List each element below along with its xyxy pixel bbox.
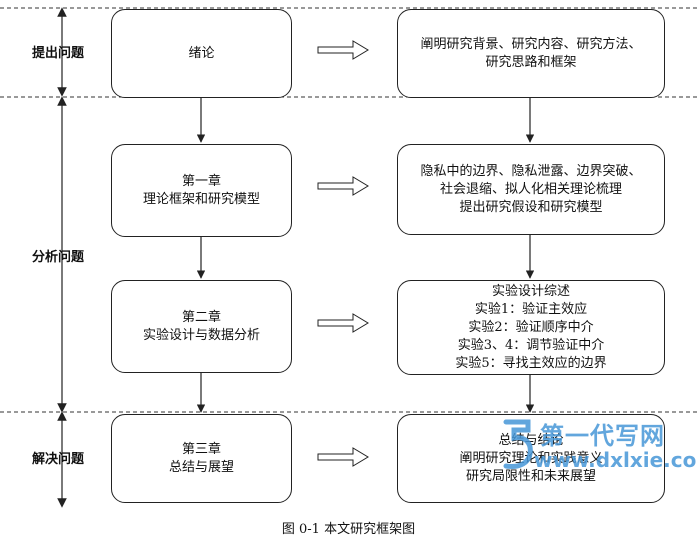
box-line: 实验设计综述 <box>491 283 570 299</box>
box-line: 实验设计与数据分析 <box>142 327 260 343</box>
box-experiment-detail: 实验设计综述 实验1：验证主效应 实验2：验证顺序中介 实验3、4：调节验证中介… <box>397 280 665 375</box>
box-introduction: 绪论 <box>111 9 292 98</box>
box-chapter-2: 第二章 实验设计与数据分析 <box>111 280 292 373</box>
box-line: 阐明研究理论和实践意义 <box>459 450 603 466</box>
box-chapter-1: 第一章 理论框架和研究模型 <box>111 144 292 237</box>
box-line: 实验3、4：调节验证中介 <box>457 337 605 353</box>
box-line: 隐私中的边界、隐私泄露、边界突破、 <box>420 163 642 179</box>
hollow-arrow-1 <box>317 40 369 60</box>
box-line: 总结与展望 <box>168 459 234 475</box>
box-chapter-3: 第三章 总结与展望 <box>111 414 292 503</box>
stage-label-solve: 解决问题 <box>31 452 84 467</box>
box-line: 第二章 <box>181 309 221 325</box>
box-line: 总结与结论 <box>498 432 564 448</box>
box-line: 实验5：寻找主效应的边界 <box>455 355 607 371</box>
box-theory-detail: 隐私中的边界、隐私泄露、边界突破、 社会退缩、拟人化相关理论梳理 提出研究假设和… <box>397 144 665 235</box>
hollow-arrow-2 <box>317 176 369 196</box>
stage-label-analyze: 分析问题 <box>31 250 84 265</box>
box-line: 绪论 <box>188 45 215 61</box>
figure-caption: 图 0-1 本文研究框架图 <box>281 522 416 537</box>
box-line: 理论框架和研究模型 <box>142 191 260 207</box>
stage-label-raise: 提出问题 <box>31 46 84 61</box>
hollow-arrow-4 <box>317 447 369 467</box>
hollow-arrow-3 <box>317 313 369 333</box>
box-intro-detail: 阐明研究背景、研究内容、研究方法、 研究思路和框架 <box>397 9 665 98</box>
box-line: 实验2：验证顺序中介 <box>468 319 594 335</box>
box-line: 提出研究假设和研究模型 <box>459 199 603 215</box>
box-conclusion-detail: 总结与结论 阐明研究理论和实践意义 研究局限性和未来展望 <box>397 414 665 503</box>
box-line: 研究局限性和未来展望 <box>465 468 596 484</box>
box-line: 实验1：验证主效应 <box>474 301 588 317</box>
box-line: 阐明研究背景、研究内容、研究方法、 <box>420 36 642 52</box>
box-line: 第三章 <box>181 441 221 457</box>
box-line: 第一章 <box>181 173 221 189</box>
box-line: 研究思路和框架 <box>485 54 577 70</box>
box-line: 社会退缩、拟人化相关理论梳理 <box>439 181 622 197</box>
